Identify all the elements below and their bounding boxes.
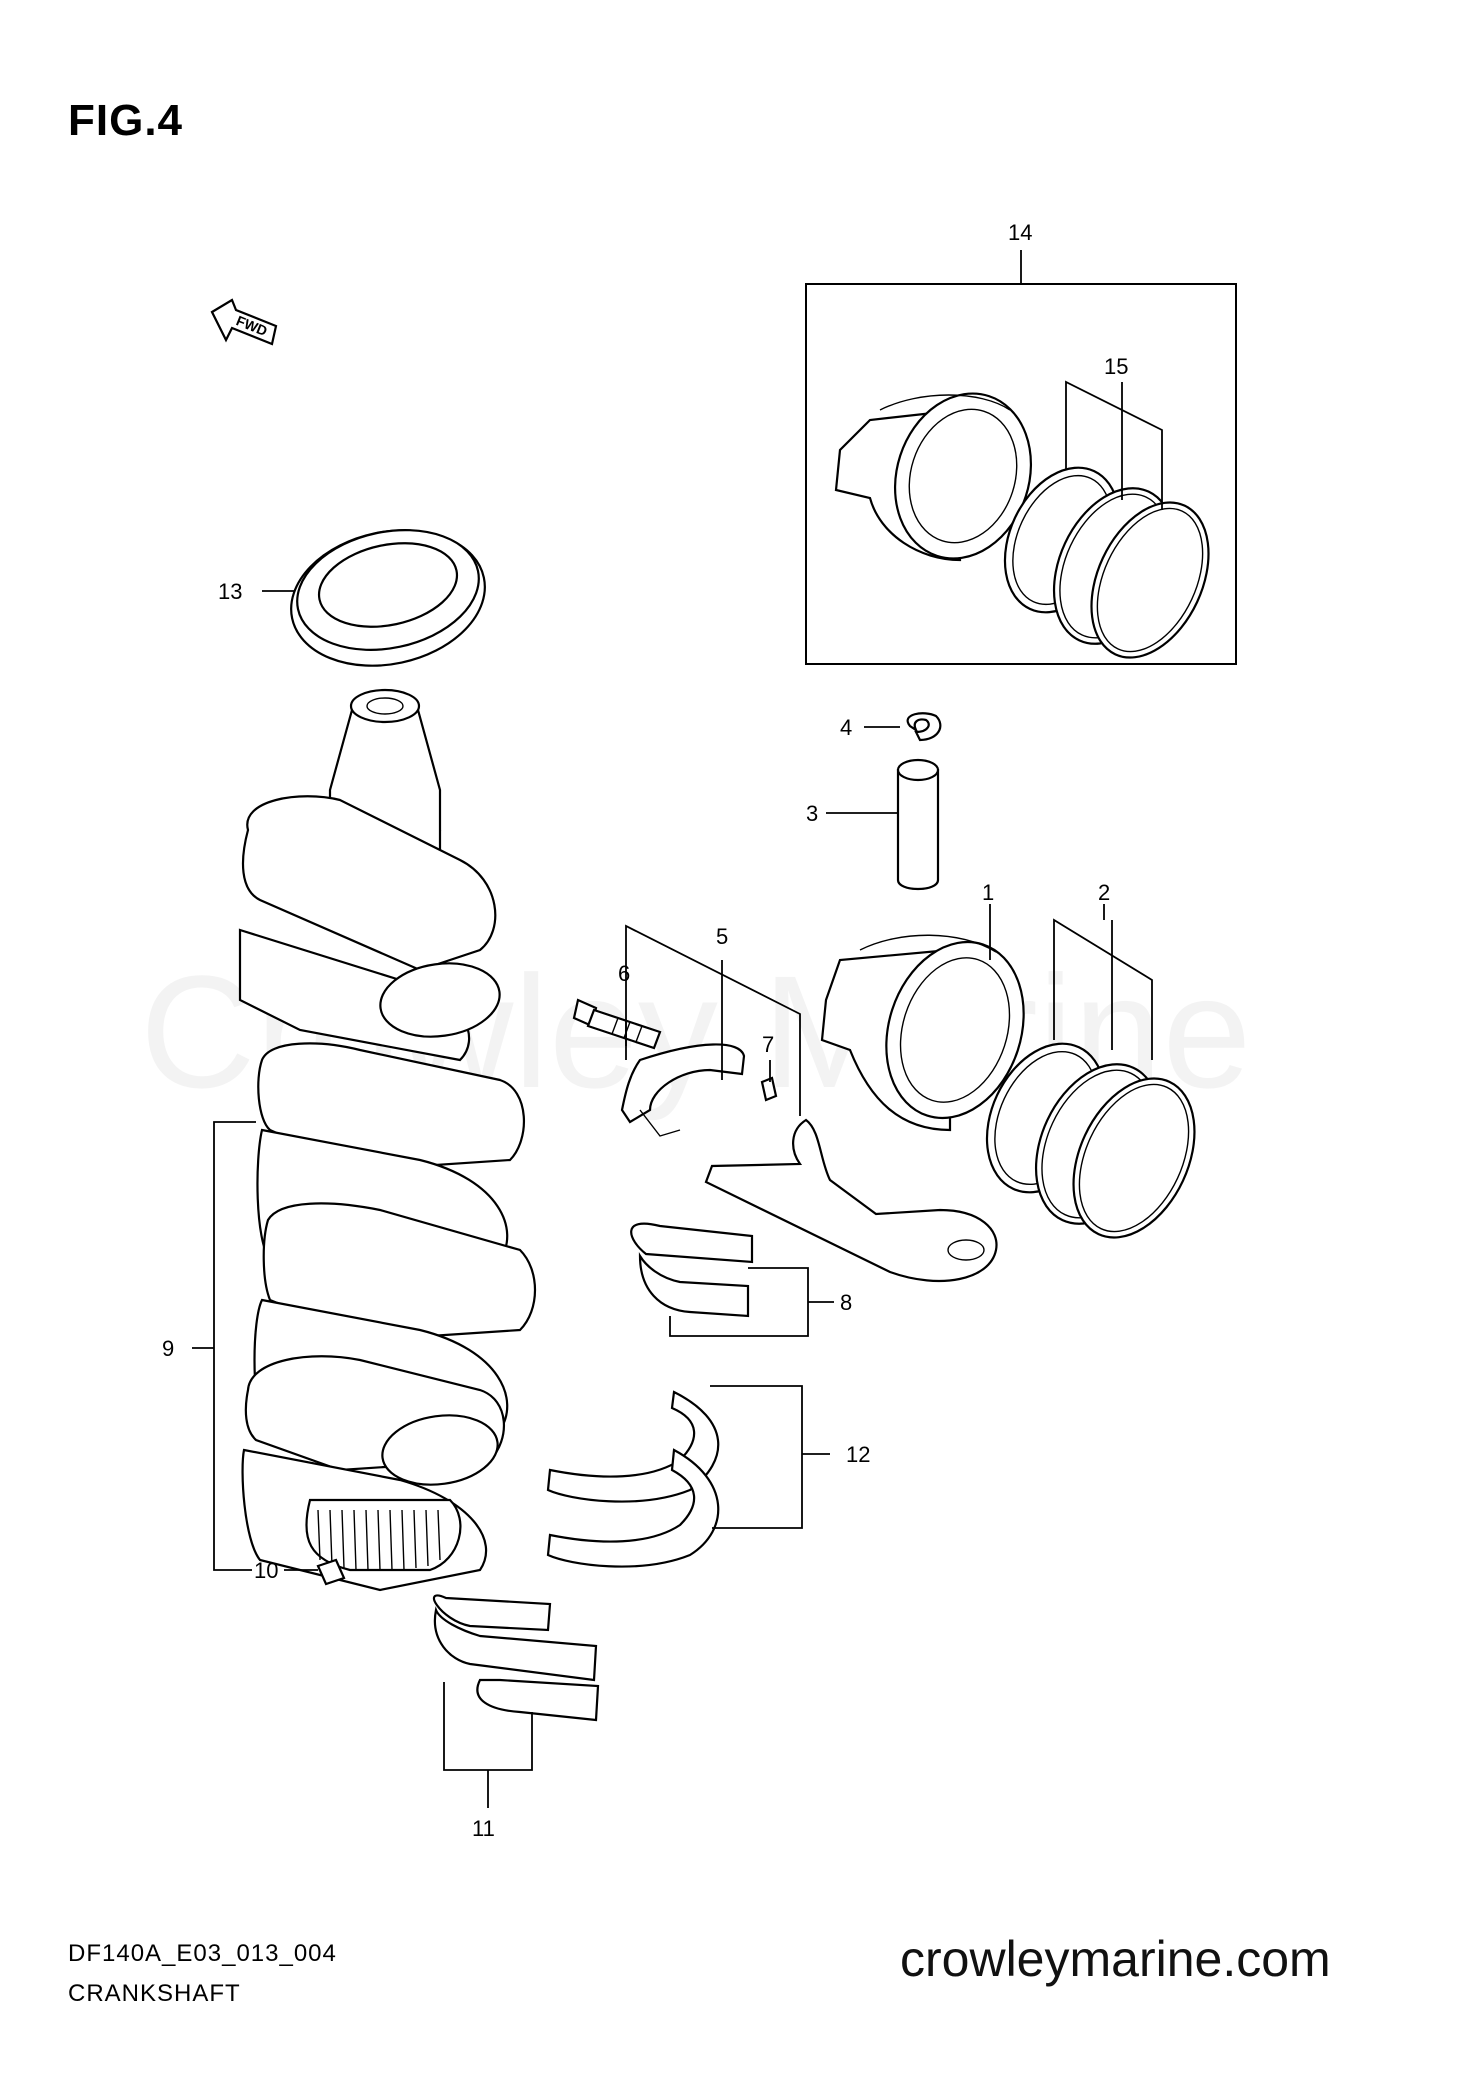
diagram-name: CRANKSHAFT [68, 1980, 241, 2007]
conrod-bolt [572, 998, 662, 1050]
callout-7: 7 [762, 1032, 774, 1057]
callout-8: 8 [840, 1290, 852, 1315]
callout-12: 12 [846, 1442, 870, 1467]
piston-kit-piston [834, 392, 1033, 562]
callout-1: 1 [982, 880, 994, 905]
callout-11: 11 [472, 1816, 495, 1841]
callout-3: 3 [806, 801, 818, 826]
conrod [704, 1118, 998, 1283]
knock-pin [760, 1076, 778, 1102]
oil-seal [290, 529, 486, 667]
callout-15: 15 [1104, 354, 1128, 379]
callout-9: 9 [162, 1336, 174, 1361]
main-bearing [432, 1594, 600, 1722]
diagram-code: DF140A_E03_013_004 [68, 1940, 337, 1967]
thrust-washers [546, 1390, 720, 1568]
callout-6: 6 [618, 961, 630, 986]
callout-5: 5 [716, 924, 728, 949]
callout-4: 4 [840, 715, 852, 740]
conrod-bearing [630, 1222, 754, 1318]
dowel-pin [316, 1558, 346, 1586]
figure-title: FIG.4 [68, 96, 184, 145]
crankshaft [238, 688, 537, 1592]
callout-10: 10 [254, 1558, 278, 1583]
conrod-cap [620, 1043, 746, 1137]
circlip [906, 712, 942, 742]
callout-13: 13 [218, 579, 242, 604]
piston-rings [985, 1042, 1196, 1239]
fwd-arrow-icon: FWD [210, 298, 278, 346]
callout-2: 2 [1098, 880, 1110, 905]
callout-14: 14 [1008, 220, 1032, 245]
piston-kit-rings [1003, 466, 1210, 659]
piston-pin [896, 758, 940, 891]
site-link[interactable]: crowleymarine.com [900, 1931, 1331, 1987]
piston [820, 934, 1025, 1132]
